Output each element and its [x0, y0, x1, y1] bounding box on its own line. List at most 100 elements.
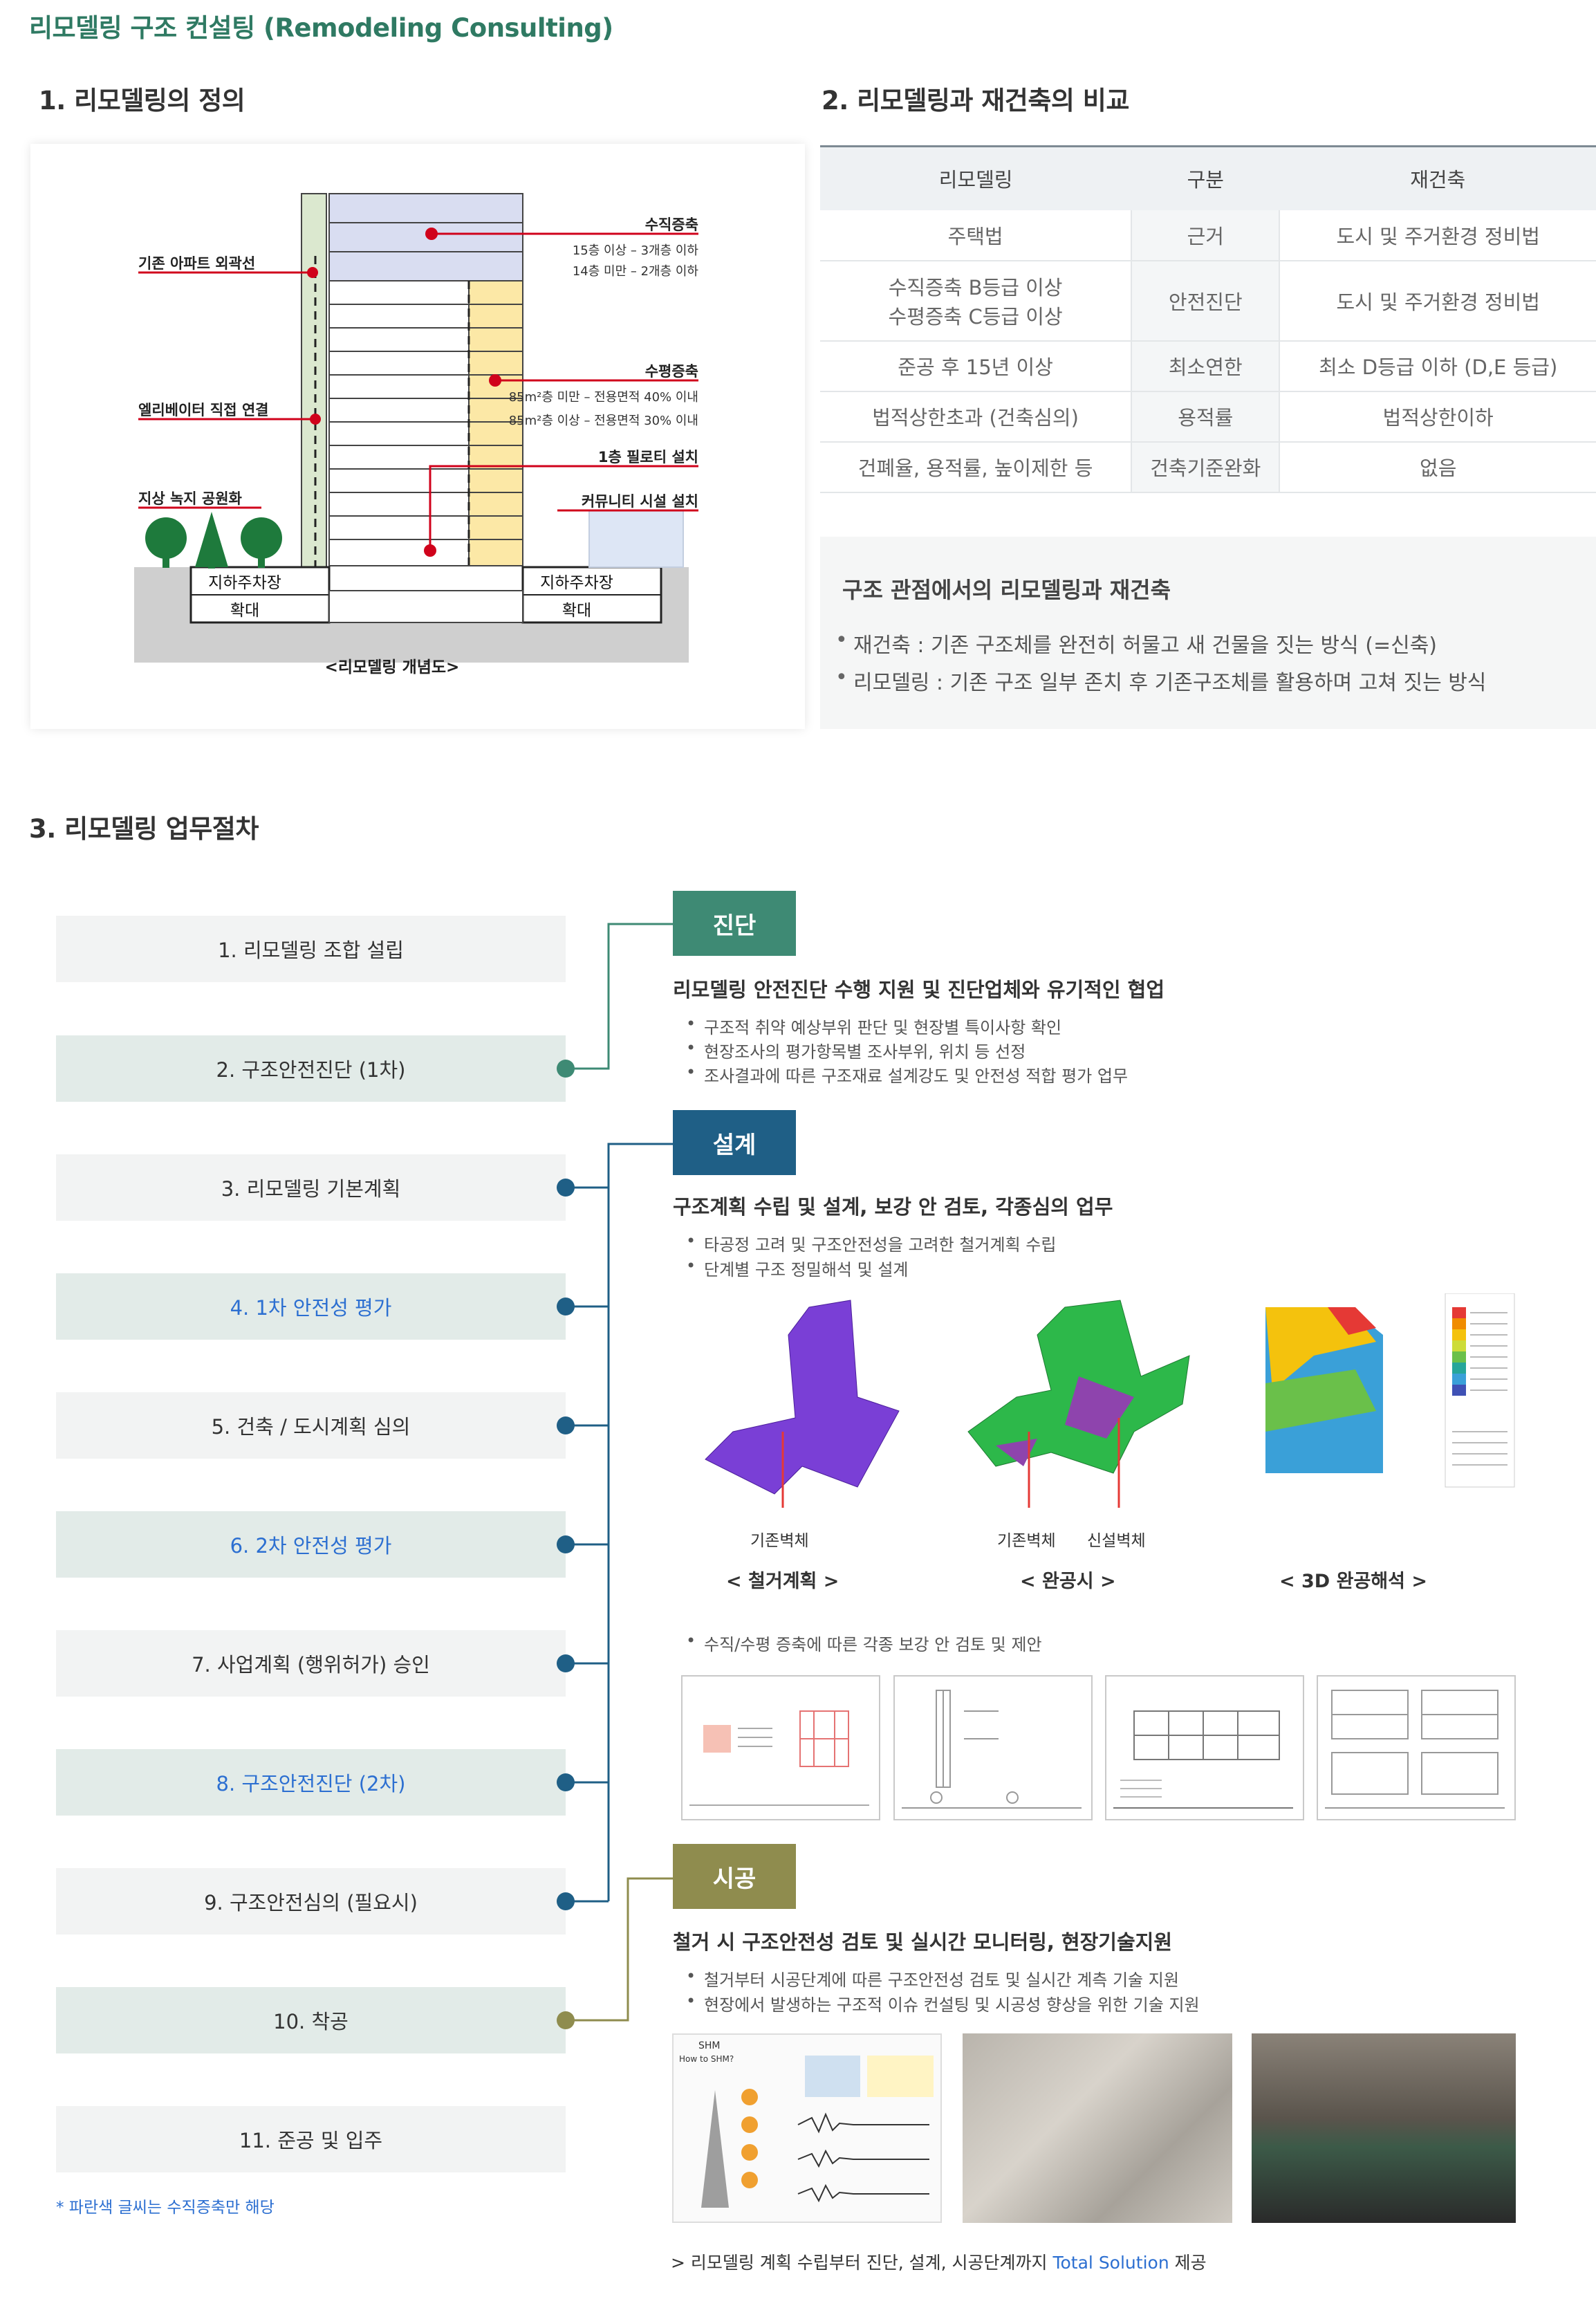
label-horiz-rule1: 85m²층 미만 – 전용면적 40% 이내 [509, 390, 698, 405]
color-scale-legend [1445, 1293, 1515, 1488]
vertical-extension-floor [328, 251, 523, 281]
reinforcement-drawing [1317, 1675, 1516, 1820]
cell-remodeling: 수직증축 B등급 이상 수평증축 C등급 이상 [820, 260, 1132, 342]
shm-label: SHM [698, 2040, 721, 2051]
design-heading: 구조계획 수립 및 설계, 보강 안 검토, 각종심의 업무 [673, 1195, 1113, 1219]
remodeling-concept-diagram: 수직증축 기존 아파트 외곽선 수평증축 엘리베이터 직접 연결 1층 필로티 … [134, 193, 699, 676]
cell-remodeling: 법적상한초과 (건축심의) [820, 391, 1132, 443]
step-dot [557, 1773, 575, 1791]
table-row: 준공 후 15년 이상 최소연한 최소 D등급 이하 (D,E 등급) [820, 340, 1596, 392]
fig2-label-new: 신설벽체 [1087, 1532, 1146, 1550]
step-8: 8. 구조안전진단 (2차) [56, 1749, 566, 1816]
fig3-caption: < 3D 완공해석 > [1279, 1571, 1428, 1592]
label-horiz-rule2: 85m²층 이상 – 전용면적 30% 이내 [509, 414, 698, 428]
step-10: 10. 착공 [56, 1987, 566, 2053]
structural-view-note: 구조 관점에서의 리모델링과 재건축 재건축 : 기존 구조체를 완전히 허물고… [820, 537, 1596, 729]
page-title: 리모델링 구조 컨설팅 (Remodeling Consulting) [29, 13, 613, 43]
cell-category: 최소연한 [1131, 340, 1281, 392]
section2-title: 2. 리모델링과 재건축의 비교 [822, 86, 1129, 116]
cell-line: 수직증축 B등급 이상 [888, 275, 1063, 299]
cell-category: 건축기준완화 [1131, 441, 1281, 493]
drawing-sketch [1325, 1690, 1505, 1809]
reinforcement-drawing [1105, 1675, 1304, 1820]
table-row: 주택법 근거 도시 및 주거환경 정비법 [820, 210, 1596, 261]
cell-reconstruction: 없음 [1279, 441, 1596, 493]
step-dot [557, 1416, 575, 1434]
design-extra-bullet: 수직/수평 증축에 따른 각종 보강 안 검토 및 제안 [686, 1631, 1042, 1655]
step-dot [557, 1179, 575, 1197]
step-1: 1. 리모델링 조합 설립 [56, 916, 566, 982]
total-suffix: 제공 [1169, 2253, 1207, 2273]
label-outer-line: 기존 아파트 외곽선 [138, 255, 255, 272]
note-title: 구조 관점에서의 리모델링과 재건축 [842, 577, 1171, 603]
cell-remodeling: 건폐율, 용적률, 높이제한 등 [820, 441, 1132, 493]
footnote: * 파란색 글씨는 수직증축만 해당 [56, 2199, 275, 2217]
fig1-caption: < 철거계획 > [726, 1571, 839, 1592]
comparison-table: 리모델링 구분 재건축 주택법 근거 도시 및 주거환경 정비법 수직증축 B등… [820, 145, 1596, 493]
cell-remodeling: 주택법 [820, 210, 1132, 261]
table-row: 법적상한초과 (건축심의) 용적률 법적상한이하 [820, 391, 1596, 443]
cell-reconstruction: 법적상한이하 [1279, 391, 1596, 443]
parking-left-label1: 지하주차장 [208, 574, 281, 592]
drawing-sketch [902, 1690, 1082, 1809]
community-facility [588, 510, 684, 568]
diagnosis-bullet: 조사결과에 따른 구조재료 설계강도 및 안전성 적합 평가 업무 [686, 1062, 1128, 1087]
construction-bullet: 철거부터 시공단계에 따른 구조안전성 검토 및 실시간 계측 기술 지원 [686, 1966, 1179, 1991]
step-4: 4. 1차 안전성 평가 [56, 1273, 566, 1340]
step-11: 11. 준공 및 입주 [56, 2106, 566, 2172]
construction-heading: 철거 시 구조안전성 검토 및 실시간 모니터링, 현장기술지원 [673, 1930, 1173, 1954]
label-vertical-rule1: 15층 이상 – 3개층 이하 [573, 243, 699, 258]
label-vertical: 수직증축 [645, 216, 698, 233]
phase-tag-construction: 시공 [673, 1844, 796, 1909]
step-dot [557, 1892, 575, 1910]
label-vertical-rule2: 14층 미만 – 2개층 이하 [573, 264, 699, 279]
design-bullet: 단계별 구조 정밀해석 및 설계 [686, 1256, 909, 1280]
step-9: 9. 구조안전심의 (필요시) [56, 1868, 566, 1935]
site-photo-slab [963, 2033, 1232, 2223]
label-piloti: 1층 필로티 설치 [598, 449, 698, 465]
total-prefix: > 리모델링 계획 수립부터 진단, 설계, 시공단계까지 [671, 2253, 1053, 2273]
total-highlight: Total Solution [1052, 2253, 1169, 2273]
parking-right-label2: 확대 [562, 602, 591, 620]
3d-analysis-figure [1265, 1307, 1383, 1473]
elevator-core [301, 193, 327, 623]
total-solution-line: > 리모델링 계획 수립부터 진단, 설계, 시공단계까지 Total Solu… [671, 2249, 1207, 2274]
header-remodeling: 리모델링 [820, 145, 1132, 210]
concept-diagram-panel: 수직증축 기존 아파트 외곽선 수평증축 엘리베이터 직접 연결 1층 필로티 … [30, 144, 805, 729]
table-header-row: 리모델링 구분 재건축 [820, 145, 1596, 210]
demolition-plan-figure [705, 1300, 900, 1495]
drawing-sketch [1113, 1710, 1293, 1809]
step-7: 7. 사업계획 (행위허가) 승인 [56, 1630, 566, 1697]
cell-remodeling: 준공 후 15년 이상 [820, 340, 1132, 392]
section3-title: 3. 리모델링 업무절차 [29, 814, 259, 844]
section1-title: 1. 리모델링의 정의 [39, 86, 245, 116]
step-dot [557, 1654, 575, 1672]
diagnosis-heading: 리모델링 안전진단 수행 지원 및 진단업체와 유기적인 협업 [673, 978, 1164, 1001]
shm-sketch [701, 2056, 934, 2208]
completion-figure [967, 1300, 1190, 1474]
fig1-label: 기존벽체 [750, 1532, 809, 1550]
shm-monitoring-figure: SHM How to SHM? [672, 2033, 942, 2223]
cell-category: 안전진단 [1131, 260, 1281, 342]
structural-analysis-figures [705, 1293, 1515, 1508]
drawing-sketch [689, 1710, 869, 1806]
phase-tag-diagnosis: 진단 [673, 891, 796, 956]
vertical-extension-floor [328, 193, 523, 223]
step-3: 3. 리모델링 기본계획 [56, 1154, 566, 1221]
step-6: 6. 2차 안전성 평가 [56, 1511, 566, 1578]
label-elevator: 엘리베이터 직접 연결 [138, 402, 269, 418]
concept-caption: <리모델링 개념도> [325, 658, 460, 676]
step-5: 5. 건축 / 도시계획 심의 [56, 1392, 566, 1459]
cell-category: 용적률 [1131, 391, 1281, 443]
label-horizontal: 수평증축 [645, 363, 698, 380]
diagnosis-bullet: 현장조사의 평가항목별 조사부위, 위치 등 선정 [686, 1038, 1026, 1062]
cell-line: 수평증축 C등급 이상 [888, 304, 1063, 329]
label-park: 지상 녹지 공원화 [138, 490, 243, 507]
note-item: 리모델링 : 기존 구조 일부 존치 후 기존구조체를 활용하며 고쳐 짓는 방… [835, 665, 1486, 696]
label-community: 커뮤니티 시설 설치 [582, 493, 698, 510]
fig2-label-existing: 기존벽체 [997, 1532, 1056, 1550]
cell-reconstruction: 도시 및 주거환경 정비법 [1279, 260, 1596, 342]
step-dot [557, 1298, 575, 1315]
construction-bullet: 현장에서 발생하는 구조적 이슈 컨설팅 및 시공성 향상을 위한 기술 지원 [686, 1991, 1200, 2015]
step-dot [557, 1060, 575, 1078]
